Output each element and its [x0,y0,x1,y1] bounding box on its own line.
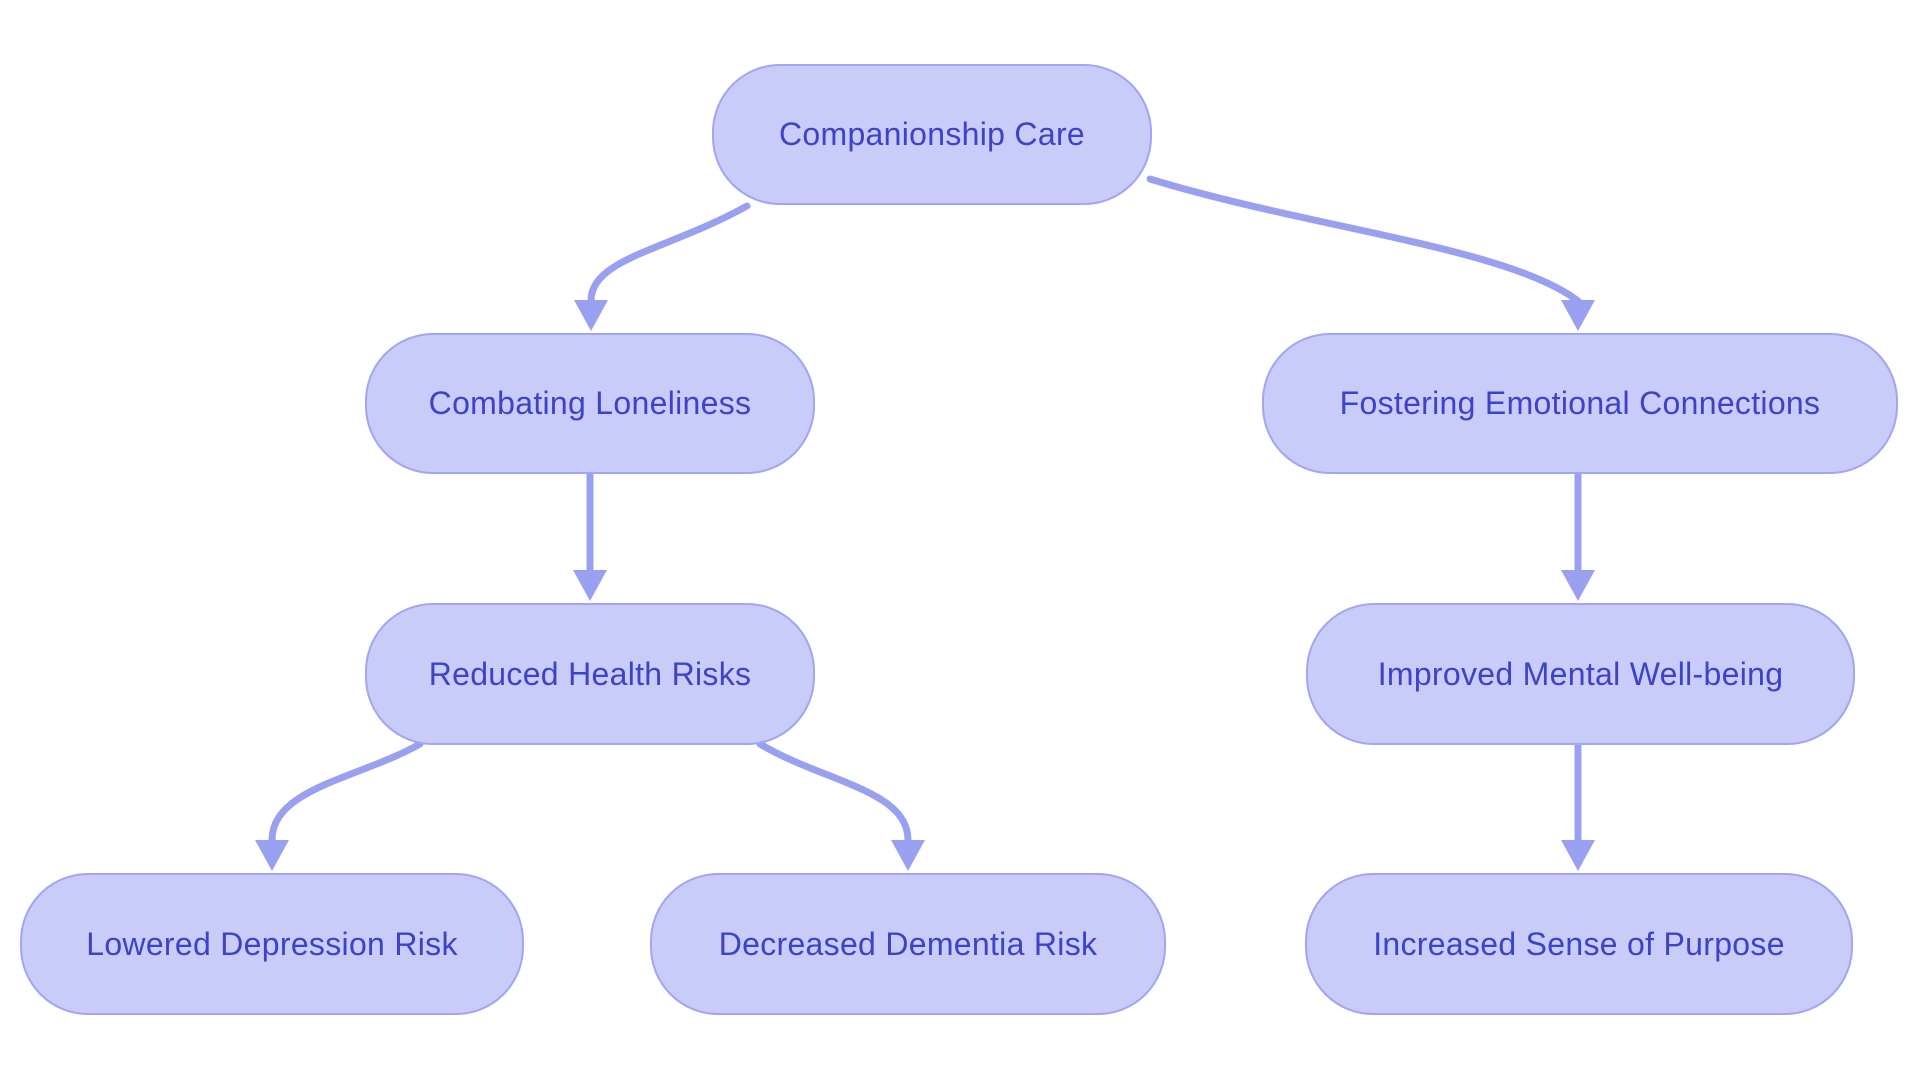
edge-fostering-to-improved [1561,470,1595,601]
node-fostering-emotional-connections: Fostering Emotional Connections [1262,333,1898,474]
arrowhead-icon [1561,300,1595,331]
node-label: Decreased Dementia Risk [718,925,1098,962]
edge-companionship-to-fostering [1146,175,1595,331]
node-label: Combating Loneliness [428,385,752,421]
node-label: Improved Mental Well-being [1377,655,1784,692]
node-label: Lowered Depression Risk [86,925,458,962]
node-label: Reduced Health Risks [428,655,752,692]
edge-companionship-to-combating [574,202,751,331]
node-label: Fostering Emotional Connections [1339,385,1821,421]
arrowhead-icon [1561,840,1595,871]
edge-combating-to-reduced [573,470,607,601]
arrowhead-icon [574,300,608,331]
node-label: Companionship Care [778,116,1085,152]
node-combating-loneliness: Combating Loneliness [365,333,815,474]
node-decreased-dementia-risk: Decreased Dementia Risk [650,873,1166,1015]
arrowhead-icon [255,840,289,871]
edge-improved-to-increased [1561,741,1595,871]
arrowhead-icon [891,840,925,871]
node-improved-mental-well-being: Improved Mental Well-being [1306,603,1855,745]
arrowhead-icon [573,570,607,601]
node-lowered-depression-risk: Lowered Depression Risk [20,873,524,1015]
node-companionship-care: Companionship Care [712,64,1152,205]
node-reduced-health-risks: Reduced Health Risks [365,603,815,745]
node-label: Increased Sense of Purpose [1373,925,1785,962]
node-increased-sense-of-purpose: Increased Sense of Purpose [1305,873,1853,1015]
edge-reduced-to-lowered [255,740,424,871]
arrowhead-icon [1561,570,1595,601]
edge-reduced-to-dementia [756,740,925,871]
